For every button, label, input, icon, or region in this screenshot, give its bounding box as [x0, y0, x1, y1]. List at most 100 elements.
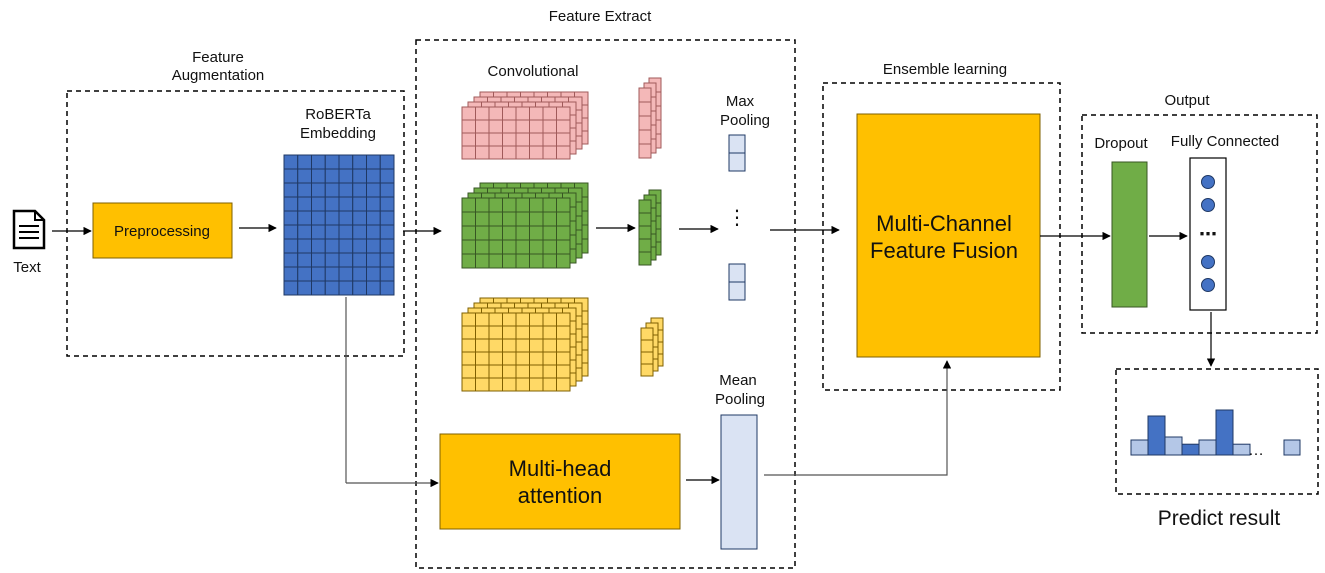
roberta-title-2: Embedding: [300, 125, 376, 142]
embedding-cell: [311, 224, 326, 240]
document-icon: [12, 209, 46, 250]
text-label: Text: [13, 259, 41, 276]
conv-cell: [461, 377, 476, 392]
fc-node: [1201, 175, 1215, 189]
conv-cell: [475, 132, 490, 147]
ensemble-learning-title: Ensemble learning: [883, 61, 1007, 78]
conv-cell: [515, 145, 530, 160]
conv-cell: [488, 312, 503, 327]
conv-cell: [556, 377, 571, 392]
embedding-cell: [379, 224, 395, 240]
conv-cell: [529, 325, 544, 340]
feature-map-cell: [640, 351, 654, 365]
conv-cell: [556, 197, 571, 213]
feature-map-green: [638, 189, 662, 266]
embedding-cell: [283, 266, 299, 282]
predict-bar: [1147, 415, 1166, 456]
embedding-cell: [324, 154, 340, 170]
conv-cell: [556, 338, 571, 353]
conv-cell: [475, 377, 490, 392]
conv-cell: [488, 106, 503, 121]
max-pooling-title-2: Pooling: [720, 112, 770, 129]
conv-cell: [515, 325, 530, 340]
predict-bar-last: [1283, 439, 1301, 456]
conv-cell: [475, 197, 490, 213]
conv-cell: [475, 211, 490, 227]
conv-cell: [488, 145, 503, 160]
dropout-block: [1111, 161, 1148, 308]
embedding-cell: [352, 196, 367, 212]
embedding-cell: [352, 266, 367, 282]
embedding-cell: [379, 210, 395, 226]
preprocessing-block: [92, 202, 233, 259]
conv-cell: [515, 106, 530, 121]
conv-cell: [515, 338, 530, 353]
conv-cell: [461, 225, 476, 241]
conv-cell: [529, 239, 544, 255]
embedding-cell: [283, 210, 299, 226]
conv-cell: [488, 364, 503, 379]
embedding-cell: [297, 224, 312, 240]
feature-map-yellow: [640, 317, 664, 377]
conv-cell: [529, 351, 544, 366]
conv-cell: [556, 312, 571, 327]
conv-cell: [542, 377, 557, 392]
predict-bar: [1215, 409, 1234, 456]
conv-cell: [542, 239, 557, 255]
predict-bar: [1181, 443, 1200, 456]
embedding-cell: [366, 266, 381, 282]
predict-result-label: Predict result: [1158, 507, 1281, 530]
embedding-cell: [324, 266, 340, 282]
embedding-cell: [283, 154, 299, 170]
embedding-cell: [283, 168, 299, 184]
mean-pooling-title-1: Mean: [719, 372, 757, 389]
predict-bar: [1130, 439, 1149, 456]
conv-cell: [502, 225, 517, 241]
embedding-cell: [338, 210, 354, 226]
conv-cell: [502, 119, 517, 134]
conv-cell: [502, 338, 517, 353]
feature-map-cell: [638, 225, 652, 240]
conv-cell: [488, 377, 503, 392]
conv-cell: [461, 253, 476, 269]
conv-cell: [475, 364, 490, 379]
conv-cell: [529, 312, 544, 327]
conv-cell: [475, 239, 490, 255]
fully-connected-label: Fully Connected: [1171, 133, 1279, 150]
conv-cell: [461, 312, 476, 327]
conv-cell: [556, 145, 571, 160]
conv-stack-green: [461, 182, 589, 269]
conv-cell: [529, 225, 544, 241]
predict-result-box: [1115, 368, 1319, 495]
conv-cell: [475, 338, 490, 353]
fusion-label-1: Multi-Channel: [876, 211, 1012, 236]
conv-cell: [529, 253, 544, 269]
conv-cell: [488, 132, 503, 147]
conv-cell: [556, 106, 571, 121]
conv-cell: [542, 253, 557, 269]
conv-cell: [529, 119, 544, 134]
convolutional-label: Convolutional: [488, 63, 579, 80]
conv-cell: [529, 211, 544, 227]
embedding-cell: [379, 154, 395, 170]
conv-stack-yellow: [461, 297, 589, 392]
conv-cell: [488, 253, 503, 269]
embedding-cell: [297, 182, 312, 198]
conv-cell: [542, 225, 557, 241]
embedding-cell: [283, 280, 299, 296]
embedding-cell: [366, 168, 381, 184]
embedding-cell: [324, 280, 340, 296]
conv-cell: [556, 239, 571, 255]
conv-cell: [529, 338, 544, 353]
embedding-cell: [297, 210, 312, 226]
feature-map-cell: [640, 339, 654, 353]
conv-cell: [461, 106, 476, 121]
embedding-cell: [311, 196, 326, 212]
conv-cell: [556, 253, 571, 269]
embedding-cell: [283, 224, 299, 240]
conv-cell: [502, 325, 517, 340]
roberta-embedding-grid: [283, 154, 395, 296]
embedding-cell: [366, 280, 381, 296]
embedding-cell: [283, 252, 299, 268]
embedding-cell: [297, 238, 312, 254]
